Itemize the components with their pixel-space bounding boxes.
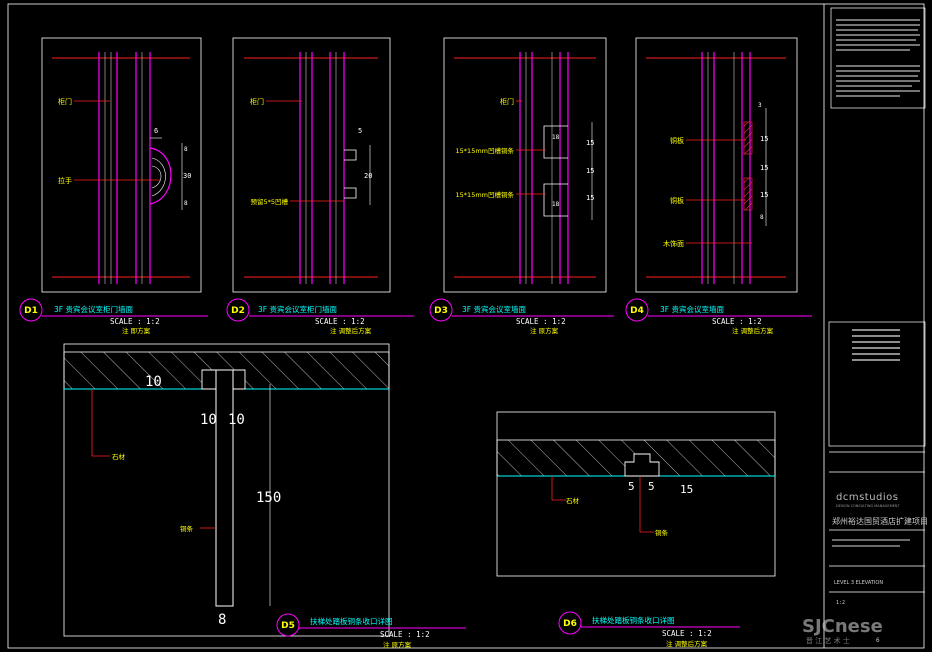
d2-frame (232, 37, 391, 293)
d5-dim-w1: 10 (200, 412, 217, 428)
svg-text:3F 贵宾会议室墙面: 3F 贵宾会议室墙面 (462, 304, 526, 314)
title-d4: D4 3F 贵宾会议室墙面 SCALE : 1:2 注 调整后方案 (625, 298, 812, 335)
svg-text:D1: D1 (24, 306, 38, 316)
d2-dim-w: 5 (358, 127, 362, 135)
titleblock-scale: 1:2 (836, 600, 845, 606)
svg-text:注 原方案: 注 原方案 (383, 640, 412, 649)
svg-text:D5: D5 (281, 621, 295, 631)
d4-label-copper1: 铜板 (670, 136, 684, 145)
svg-text:扶梯处踏板铜条收口详图: 扶梯处踏板铜条收口详图 (592, 615, 675, 625)
d3-dim-h1: 15 (586, 139, 594, 147)
svg-text:3F 贵宾会议室柜门墙面: 3F 贵宾会议室柜门墙面 (258, 304, 337, 314)
d3-dim-w2: 18 (552, 201, 560, 208)
d4-dim-w: 3 (758, 102, 762, 109)
svg-text:SCALE : 1:2: SCALE : 1:2 (516, 317, 566, 326)
svg-text:扶梯处踏板铜条收口详图: 扶梯处踏板铜条收口详图 (310, 616, 393, 626)
svg-text:D2: D2 (231, 306, 245, 316)
d5-dim-top: 10 (145, 374, 162, 390)
title-d2: D2 3F 贵宾会议室柜门墙面 SCALE : 1:2 注 调整后方案 (226, 298, 414, 335)
d1-dim-w: 6 (154, 127, 158, 135)
watermark-logo: SJCnese (802, 616, 883, 637)
company-logo: dcmstudios (836, 492, 899, 503)
svg-text:D3: D3 (434, 306, 448, 316)
titleblock-sheet-no: 6 (876, 637, 880, 644)
title-d6: D6 扶梯处踏板铜条收口详图 SCALE : 1:2 注 调整后方案 (558, 611, 740, 648)
d5-dim-h: 150 (256, 490, 281, 506)
d4-frame (635, 37, 798, 293)
watermark-sub: 晋 江 艺 术 士 (806, 636, 850, 645)
svg-text:注 调整后方案: 注 调整后方案 (666, 639, 708, 648)
d4-dim-w2: 8 (760, 214, 764, 221)
svg-text:注 调整后方案: 注 调整后方案 (732, 326, 774, 335)
d5-label-copper: 铜条 (180, 524, 194, 533)
d1-dim-h2: 30 (183, 172, 191, 180)
titleblock: dcmstudios DESIGN CONSULTING MANAGEMENT … (828, 7, 928, 644)
d3-dim-h3: 15 (586, 194, 594, 202)
title-d5: D5 扶梯处踏板铜条收口详图 SCALE : 1:2 注 原方案 (276, 613, 466, 649)
d6-frame (496, 411, 776, 577)
title-d1: D1 3F 贵宾会议室柜门墙面 SCALE : 1:2 注 即方案 (19, 298, 208, 335)
d5-label-stone: 石材 (112, 452, 126, 461)
titleblock-revisions (828, 321, 926, 447)
d5-frame (63, 343, 390, 637)
d6-label-stone: 石材 (566, 496, 580, 505)
d2-label-door: 柜门 (250, 97, 264, 106)
d3-dim-h2: 15 (586, 167, 594, 175)
svg-text:SCALE : 1:2: SCALE : 1:2 (712, 317, 762, 326)
d6-dim-c: 15 (680, 483, 693, 496)
svg-text:注 即方案: 注 即方案 (122, 326, 151, 335)
d3-label-door: 柜门 (500, 97, 514, 106)
d1-frame (41, 37, 202, 293)
d4-dim-h1: 15 (760, 135, 768, 143)
d4-label-wood: 木饰面 (663, 239, 684, 248)
d3-dim-w1: 18 (552, 134, 560, 141)
detail-d5: 10 10 10 150 8 石材 铜条 (63, 343, 390, 637)
d1-dim-h1: 8 (184, 146, 188, 153)
svg-text:SCALE : 1:2: SCALE : 1:2 (110, 317, 160, 326)
d2-label-groove: 预留5*5凹槽 (250, 197, 288, 206)
d3-label-strip1: 15*15mm凹槽铜条 (456, 146, 515, 155)
d5-dim-bottom: 8 (218, 612, 226, 628)
company-sub: DESIGN CONSULTING MANAGEMENT (836, 504, 900, 508)
titleblock-notes-box (830, 7, 926, 109)
d1-dim-h3: 8 (184, 200, 188, 207)
revision-rows (852, 329, 900, 361)
notes-text-lines (836, 19, 920, 97)
svg-text:注 原方案: 注 原方案 (530, 326, 559, 335)
d1-label-handle: 拉手 (58, 176, 72, 185)
d3-frame (443, 37, 607, 293)
sheet-title: LEVEL 3 ELEVATION (834, 580, 883, 586)
sheet-border (7, 3, 925, 649)
d6-dim-a: 5 (628, 480, 635, 493)
svg-text:D6: D6 (563, 619, 577, 629)
svg-text:注 调整后方案: 注 调整后方案 (330, 326, 372, 335)
svg-text:3F 贵宾会议室墙面: 3F 贵宾会议室墙面 (660, 304, 724, 314)
svg-text:SCALE : 1:2: SCALE : 1:2 (662, 629, 712, 638)
svg-text:SCALE : 1:2: SCALE : 1:2 (380, 630, 430, 639)
detail-d6: 5 5 15 石材 铜条 (496, 411, 776, 577)
detail-d3: 18 18 15 15 15 柜门 15*15mm凹槽铜条 15*15mm凹槽铜… (443, 37, 607, 293)
detail-d1: 6 8 30 8 柜门 拉手 (41, 37, 202, 293)
project-name: 郑州裕达国贸酒店扩建项目 (832, 516, 928, 526)
d4-label-copper2: 铜板 (670, 196, 684, 205)
d3-label-strip2: 15*15mm凹槽铜条 (456, 190, 515, 199)
title-d3: D3 3F 贵宾会议室墙面 SCALE : 1:2 注 原方案 (429, 298, 614, 335)
d6-label-copper: 铜条 (655, 528, 669, 537)
watermark: SJCnese 晋 江 艺 术 士 (802, 616, 883, 645)
detail-d4: 3 15 15 15 8 铜板 铜板 木饰面 (635, 37, 798, 293)
svg-text:D4: D4 (630, 306, 644, 316)
detail-d2: 5 20 柜门 预留5*5凹槽 (232, 37, 391, 293)
d4-dim-h2: 15 (760, 164, 768, 172)
d4-dim-h3: 15 (760, 191, 768, 199)
d2-dim-h1: 20 (364, 172, 372, 180)
d5-dim-w2: 10 (228, 412, 245, 428)
d6-dim-b: 5 (648, 480, 655, 493)
d1-label-door: 柜门 (58, 97, 72, 106)
svg-text:3F 贵宾会议室柜门墙面: 3F 贵宾会议室柜门墙面 (54, 304, 133, 314)
svg-text:SCALE : 1:2: SCALE : 1:2 (315, 317, 365, 326)
